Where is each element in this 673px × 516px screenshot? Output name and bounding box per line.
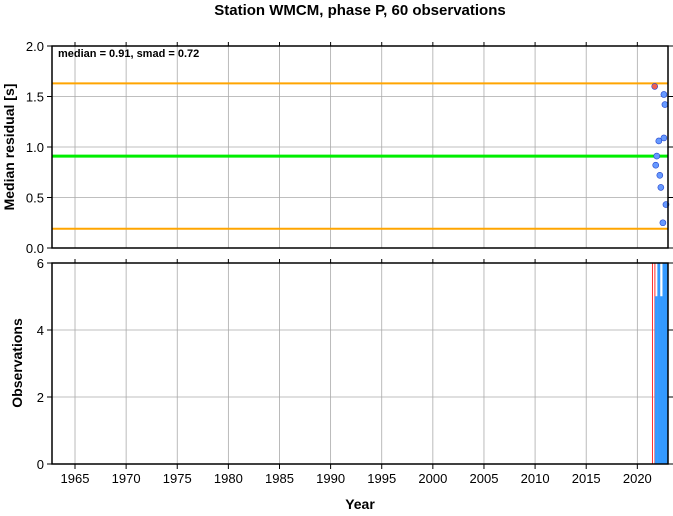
y-tick-label: 6 [37, 256, 44, 271]
x-tick-label: 2015 [572, 471, 601, 486]
x-tick-label: 2000 [418, 471, 447, 486]
x-tick-label: 1970 [112, 471, 141, 486]
x-tick-label: 1980 [214, 471, 243, 486]
x-axis-label: Year [345, 496, 375, 511]
y-tick-label: 4 [37, 323, 44, 338]
data-point [655, 137, 663, 145]
y-tick-label: 0.5 [26, 191, 44, 206]
y-tick-label: 1.0 [26, 140, 44, 155]
bottom-y-axis-label: Observations [9, 318, 25, 408]
x-tick-label: 1985 [265, 471, 294, 486]
y-tick-label: 0.0 [26, 241, 44, 256]
bar [657, 262, 661, 465]
bar [654, 296, 658, 465]
data-point [659, 219, 667, 227]
stats-annotation: median = 0.91, smad = 0.72 [58, 48, 199, 60]
bar [651, 262, 656, 465]
x-tick-label: 2005 [470, 471, 499, 486]
bar [662, 262, 666, 465]
data-point [653, 152, 661, 160]
x-tick-label: 2010 [521, 471, 550, 486]
x-tick-label: 2020 [623, 471, 652, 486]
y-tick-label: 2 [37, 390, 44, 405]
data-point [657, 184, 665, 191]
bar [659, 296, 663, 465]
data-point [660, 91, 668, 98]
plot-frame [51, 45, 669, 249]
top-y-axis-label: Median residual [s] [1, 84, 17, 211]
data-point [661, 101, 669, 108]
x-tick-label: 1965 [61, 471, 90, 486]
data-point [651, 83, 659, 90]
x-tick-label: 1990 [316, 471, 345, 486]
y-tick-label: 2.0 [26, 39, 44, 54]
data-point [660, 134, 668, 142]
x-tick-label: 1995 [367, 471, 396, 486]
y-tick-label: 1.5 [26, 90, 44, 105]
data-point [652, 161, 660, 169]
y-tick-label: 0 [37, 457, 44, 472]
plot-frame [51, 262, 669, 465]
data-point [656, 171, 664, 179]
chart-title: Station WMCM, phase P, 60 observations [214, 2, 505, 19]
x-tick-label: 1975 [163, 471, 192, 486]
